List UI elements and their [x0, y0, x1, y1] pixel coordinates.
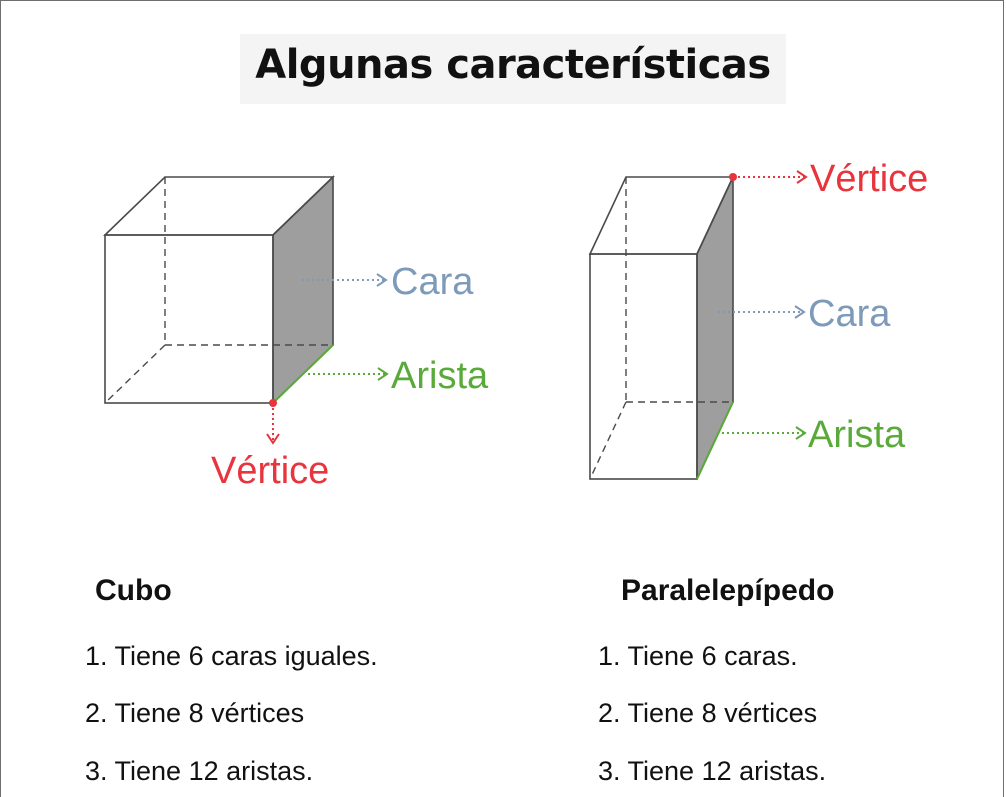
cube-figure: Cara Arista Vértice: [103, 175, 489, 492]
prism-heading: Paralelepípedo: [621, 574, 835, 607]
cube-shaded-face: [272, 175, 334, 405]
prism-list-item: 3. Tiene 12 aristas.: [598, 756, 827, 786]
prism-cara-label: Cara: [808, 293, 891, 335]
page-title: Algunas características: [255, 42, 771, 88]
prism-front-face: [589, 253, 698, 480]
cube-heading: Cubo: [95, 574, 172, 607]
prism-vertex-dot: [729, 173, 737, 181]
cube-vertice-label: Vértice: [211, 450, 329, 492]
cube-vertex-dot: [269, 399, 277, 407]
prism-highlighted-edge: [696, 401, 734, 480]
cube-highlighted-edge: [272, 344, 334, 404]
prism-vertice-label: Vértice: [810, 158, 928, 200]
cube-list-item: 2. Tiene 8 vértices: [85, 698, 305, 728]
cube-front-face: [104, 234, 274, 404]
title-background: [240, 34, 786, 104]
cube-hidden-edges: [104, 177, 333, 404]
cube-arista-label: Arista: [391, 355, 489, 397]
cube-list-item: 3. Tiene 12 aristas.: [85, 756, 314, 786]
cube-list-item: 1. Tiene 6 caras iguales.: [85, 641, 378, 671]
prism-figure: Vértice Cara Arista: [588, 158, 928, 480]
prism-list-item: 2. Tiene 8 vértices: [598, 698, 818, 728]
prism-hidden-edges: [589, 177, 733, 480]
prism-arista-label: Arista: [808, 414, 906, 456]
cube-cara-label: Cara: [391, 261, 474, 303]
prism-list-item: 1. Tiene 6 caras.: [598, 641, 798, 671]
